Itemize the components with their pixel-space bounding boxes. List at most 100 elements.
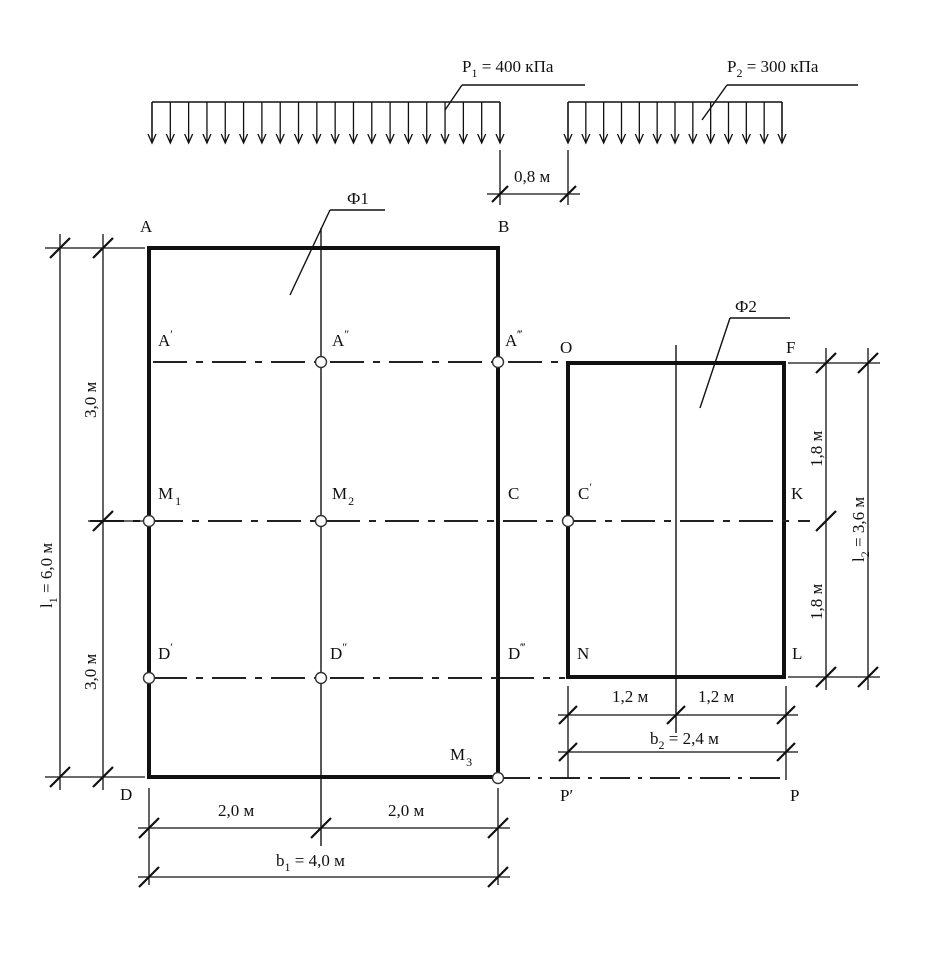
l1-tick-bottom: [49, 766, 71, 788]
b1-label: b1 = 4,0 м: [276, 851, 345, 874]
b1-tick-left: [138, 866, 160, 888]
upper-half2-label: 1,8 м: [807, 431, 826, 468]
foundation-f1-outline: [147, 246, 500, 779]
b2-half-tick-left: [558, 705, 578, 725]
point-d3: D‴: [508, 640, 525, 663]
node-m1: [142, 514, 156, 528]
lower-half-label: 3,0 м: [81, 654, 100, 691]
load-arrow: [147, 102, 157, 145]
node-d1: [142, 671, 156, 685]
b2-half-tick-right: [776, 705, 796, 725]
node-m3: [491, 771, 505, 785]
load-p1-label: P1 = 400 кПа: [462, 57, 554, 80]
b2-half-tick-middle: [666, 705, 686, 725]
point-p: P: [790, 786, 799, 805]
point-d1: D′: [158, 640, 173, 663]
load-arrow: [759, 102, 769, 145]
load-arrow: [440, 102, 450, 145]
load-arrow: [403, 102, 414, 145]
b1-half-tick-right: [487, 817, 509, 839]
half2-tick-middle: [815, 510, 837, 532]
node-a2: [314, 355, 328, 369]
lower-half2-label: 1,8 м: [807, 584, 826, 621]
load-arrow: [777, 102, 787, 145]
b1-half-tick-middle: [310, 817, 332, 839]
load-arrow: [220, 102, 230, 145]
dimension-l2: 1,8 м 1,8 м l2 = 3,6 м: [788, 348, 880, 690]
b2-label: b2 = 2,4 м: [650, 729, 719, 752]
dimension-l1: l1 = 6,0 м 3,0 м 3,0 м: [37, 234, 145, 790]
load-arrow: [599, 102, 609, 145]
foundation-f1: Ф1: [147, 189, 500, 846]
load-arrow: [385, 102, 395, 145]
load-arrow: [330, 102, 340, 145]
point-k: K: [791, 484, 804, 503]
b2-tick-left: [558, 742, 578, 762]
dimension-b2: 1,2 м 1,2 м b2 = 2,4 м: [558, 686, 798, 778]
load-arrow: [275, 102, 285, 145]
load-arrow: [458, 102, 468, 145]
load-arrow: [202, 102, 212, 145]
point-c: C: [508, 484, 519, 503]
load-arrow: [312, 102, 322, 145]
foundation-f2: Ф2: [566, 297, 790, 733]
b2-left-label: 1,2 м: [612, 687, 649, 706]
load-arrow: [563, 102, 573, 145]
half2-tick-top: [815, 352, 837, 374]
point-m2: M2: [332, 484, 354, 508]
node-a3: [491, 355, 505, 369]
load-p2-label: P2 = 300 кПа: [727, 57, 819, 80]
b1-left-label: 2,0 м: [218, 801, 255, 820]
point-f: F: [786, 338, 795, 357]
b1-right-label: 2,0 м: [388, 801, 425, 820]
upper-half-label: 3,0 м: [81, 382, 100, 419]
load-arrow: [688, 102, 698, 145]
load-arrow: [257, 102, 267, 145]
half-tick-top: [92, 237, 114, 259]
point-a3: A‴: [505, 327, 522, 350]
load-arrow: [652, 102, 662, 145]
load-arrow: [348, 102, 359, 145]
load-arrow: [616, 102, 627, 145]
load-arrow: [495, 102, 505, 145]
b2-tick-right: [776, 742, 796, 762]
load-arrow: [581, 102, 591, 145]
load-arrow: [634, 102, 644, 145]
load-p2-leader: [701, 84, 728, 121]
load-arrow: [165, 102, 175, 145]
point-a2: A″: [332, 327, 349, 350]
load-arrow: [670, 102, 680, 145]
half-tick-bottom: [92, 766, 114, 788]
point-m3: M3: [450, 745, 472, 769]
half-tick-middle: [92, 510, 114, 532]
point-c1: C′: [578, 480, 592, 503]
point-p1: P′: [560, 786, 573, 805]
point-l: L: [792, 644, 802, 663]
point-b: B: [498, 217, 509, 236]
load-p2: P2 = 300 кПа: [563, 57, 858, 145]
load-arrow: [723, 102, 734, 145]
l1-tick-top: [49, 237, 71, 259]
load-arrow: [293, 102, 304, 145]
b2-right-label: 1,2 м: [698, 687, 735, 706]
half2-tick-bottom: [815, 666, 837, 688]
gap-dimension: 0,8 м: [487, 150, 580, 205]
l1-label: l1 = 6,0 м: [37, 543, 60, 608]
load-p1: P1 = 400 кПа: [147, 57, 585, 145]
dimension-b1: 2,0 м 2,0 м b1 = 4,0 м: [138, 788, 510, 888]
gap-tick-right: [559, 185, 577, 203]
l2-tick-bottom: [857, 666, 879, 688]
node-d2: [314, 671, 328, 685]
foundation-f2-label: Ф2: [735, 297, 757, 316]
load-arrow: [238, 102, 249, 145]
gap-tick-left: [491, 185, 509, 203]
foundation-f1-leader: [289, 209, 331, 296]
load-arrow: [741, 102, 751, 145]
point-o: O: [560, 338, 572, 357]
l2-tick-top: [857, 352, 879, 374]
point-d: D: [120, 785, 132, 804]
foundation-f2-leader: [699, 317, 731, 409]
